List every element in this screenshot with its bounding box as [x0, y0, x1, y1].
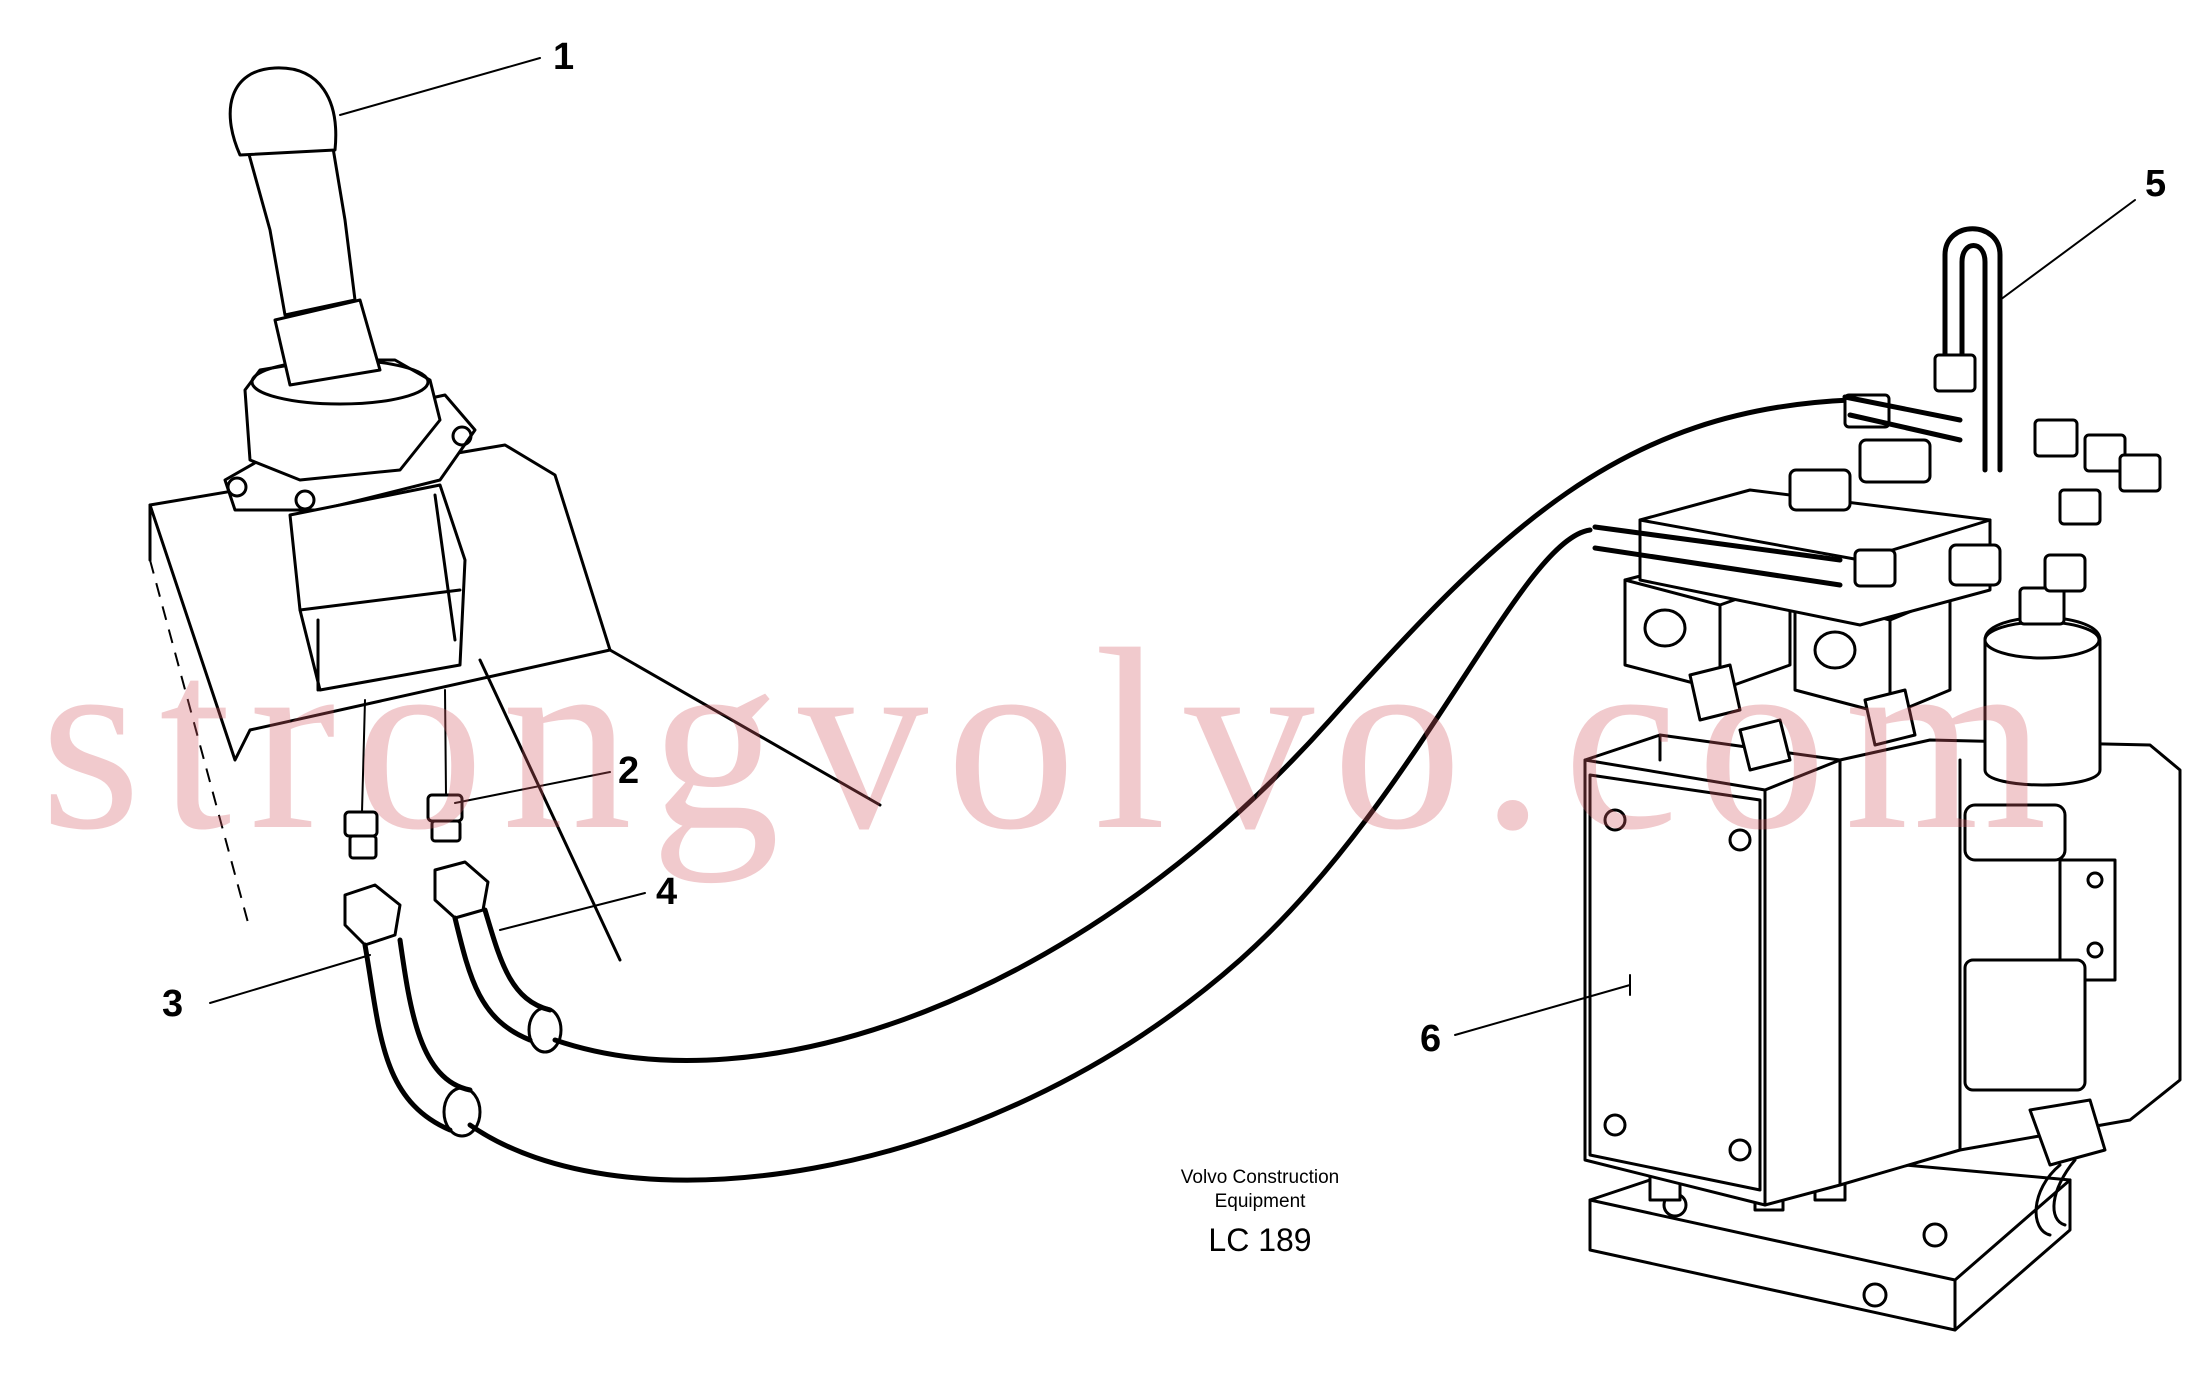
hose-3-line — [467, 527, 1593, 1183]
leader-lines — [209, 57, 2136, 1036]
valve-cover-plate — [1588, 773, 1762, 1192]
hose-4-line — [552, 397, 1853, 1063]
callout-1: 1 — [553, 36, 575, 78]
lever-fittings — [343, 689, 490, 947]
hoses — [362, 397, 1853, 1183]
caption-company-line1: Volvo Construction — [1180, 1167, 1340, 1188]
lever-shaft — [243, 128, 357, 317]
callout-4: 4 — [656, 871, 678, 913]
caption-drawing-code: LC 189 — [1208, 1222, 1312, 1258]
filter-canister — [1983, 616, 2102, 787]
control-lever-assembly — [148, 66, 882, 962]
leader-2 — [454, 771, 611, 804]
tube-5 — [1942, 226, 2003, 473]
leader-4 — [499, 892, 646, 931]
drawing-caption: Volvo Construction Equipment LC 189 — [1100, 1166, 1420, 1260]
callout-3: 3 — [162, 983, 184, 1025]
hose-3-inner — [397, 937, 473, 1093]
leader-6 — [1454, 984, 1631, 1036]
lever-knob — [228, 66, 338, 157]
lever-gaiter — [273, 298, 382, 387]
hose-3-outer — [362, 942, 453, 1133]
console-hidden-edge — [149, 559, 251, 931]
leader-1 — [339, 57, 541, 116]
hose-4-outer — [452, 915, 533, 1043]
hose-4-inner — [482, 907, 553, 1013]
leader-5 — [1999, 199, 2136, 301]
callout-2: 2 — [618, 750, 640, 792]
caption-company-line2: Equipment — [1214, 1191, 1306, 1212]
callout-5: 5 — [2145, 163, 2167, 205]
callout-6: 6 — [1420, 1018, 1442, 1060]
valve-block-assembly — [1583, 226, 2182, 1332]
leader-3 — [209, 954, 371, 1004]
